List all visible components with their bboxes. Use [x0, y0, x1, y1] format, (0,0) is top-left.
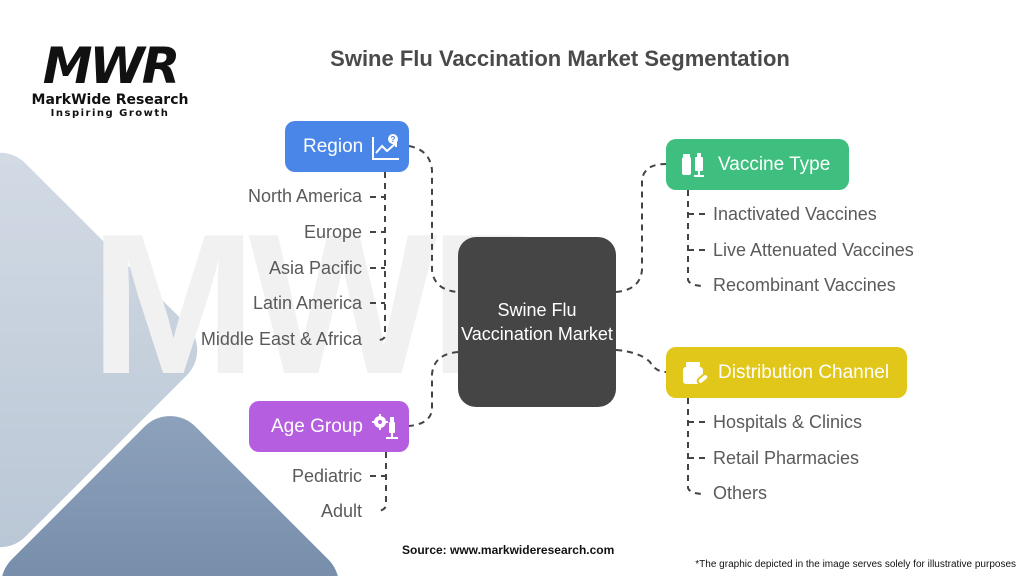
center-node: Swine Flu Vaccination Market	[458, 237, 616, 407]
segment-label-vaccine-type: Vaccine Type	[718, 153, 831, 175]
center-node-label: Swine Flu Vaccination Market	[461, 300, 613, 344]
leaf-pediatric: Pediatric	[291, 466, 362, 486]
segment-label-age-group: Age Group	[271, 415, 363, 437]
logo: MWR MarkWide Research Inspiring Growth	[30, 40, 190, 120]
leaf-europe: Europe	[303, 222, 362, 242]
logo-tagline: Inspiring Growth	[50, 108, 170, 119]
leaf-asia-pacific: Asia Pacific	[268, 258, 362, 278]
page-title: Swine Flu Vaccination Market Segmentatio…	[330, 46, 790, 71]
segment-label-distribution-channel: Distribution Channel	[718, 361, 890, 383]
segment-node-region: Region ?	[285, 121, 409, 172]
medicine-box-icon	[680, 358, 710, 388]
segment-node-age-group: Age Group	[249, 401, 409, 452]
chart-question-icon: ?	[371, 132, 401, 162]
logo-name: MarkWide Research	[31, 92, 189, 108]
disclaimer-text: *The graphic depicted in the image serve…	[695, 559, 1016, 570]
logo-mark: MWR	[42, 37, 180, 95]
leaf-latin-america: Latin America	[252, 293, 362, 313]
leaf-adult: Adult	[320, 501, 362, 521]
leaf-retail-pharmacies: Retail Pharmacies	[713, 448, 860, 468]
vaccine-vial-icon	[680, 150, 710, 180]
gear-microscope-icon	[371, 412, 401, 442]
segment-node-distribution-channel: Distribution Channel	[666, 347, 907, 398]
leaf-hospitals-clinics: Hospitals & Clinics	[713, 412, 863, 432]
leaf-north-america: North America	[247, 186, 362, 206]
leaf-middle-east-africa: Middle East & Africa	[200, 329, 362, 349]
segment-node-vaccine-type: Vaccine Type	[666, 139, 849, 190]
svg-text:?: ?	[391, 135, 396, 144]
leaf-inactivated-vaccines: Inactivated Vaccines	[713, 204, 877, 224]
leaf-others: Others	[713, 483, 768, 503]
leaf-recombinant-vaccines: Recombinant Vaccines	[713, 275, 896, 295]
leaf-live-attenuated-vaccines: Live Attenuated Vaccines	[713, 240, 914, 260]
source-text: Source: www.markwideresearch.com	[402, 543, 615, 557]
segment-label-region: Region	[303, 135, 364, 157]
